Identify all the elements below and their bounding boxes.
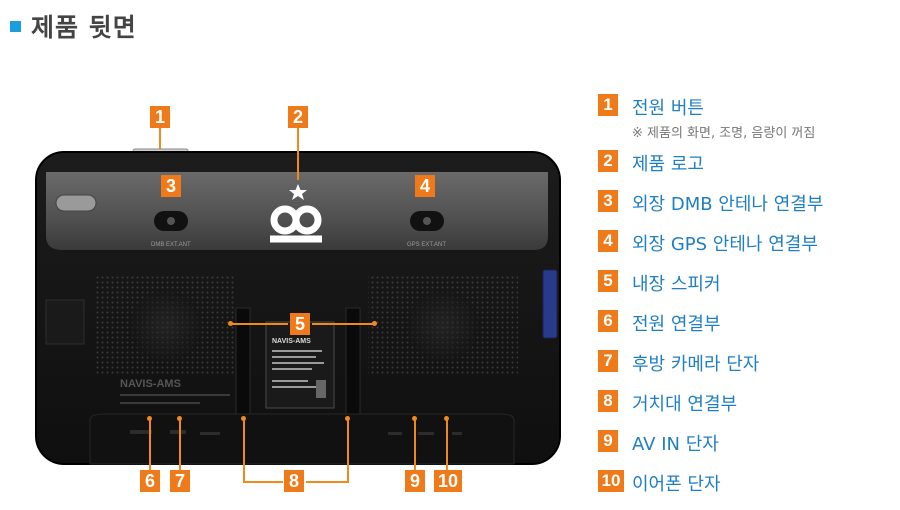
legend-note: ※ 제품의 화면, 조명, 음량이 꺼짐	[632, 126, 816, 141]
leader-7	[179, 418, 181, 470]
callout-badge-10: 10	[434, 470, 462, 492]
side-panel-left	[45, 299, 85, 345]
sticker-title: NAVIS-AMS	[272, 338, 311, 345]
dot-5-right	[372, 321, 377, 326]
legend-badge: 2	[598, 150, 618, 172]
dot-7	[177, 416, 182, 421]
legend-label: 내장 스피커	[632, 274, 721, 295]
leader-5-right	[312, 323, 374, 325]
callout-badge-4: 4	[415, 175, 435, 197]
dot-9	[412, 416, 417, 421]
leader-9	[414, 418, 416, 470]
leader-8-right	[347, 418, 349, 482]
legend-badge: 3	[598, 190, 618, 212]
callout-badge-1: 1	[150, 106, 170, 128]
legend-label: 전원 연결부	[632, 314, 721, 335]
callout-badge-9: 9	[405, 470, 425, 492]
leader-8-bottom-left	[243, 481, 283, 483]
leader-1	[159, 128, 161, 149]
legend-badge: 6	[598, 310, 618, 332]
leader-6	[149, 418, 151, 470]
legend-badge: 9	[598, 430, 618, 452]
leader-2	[297, 128, 299, 180]
legend-label: AV IN 단자	[632, 434, 719, 455]
page-title: 제품 뒷면	[31, 13, 137, 42]
logo-star	[289, 184, 307, 200]
legend-badge: 4	[598, 230, 618, 252]
callout-badge-2: 2	[288, 106, 308, 128]
callout-badge-5: 5	[290, 313, 310, 335]
legend-badge: 7	[598, 350, 618, 372]
leader-10	[446, 418, 448, 470]
callout-badge-7: 7	[170, 470, 190, 492]
dot-8-left	[241, 416, 246, 421]
legend-badge: 5	[598, 270, 618, 292]
legend-badge: 1	[598, 94, 618, 116]
gps-antenna-label: GPS EXT.ANT	[407, 242, 446, 248]
legend-label: 전원 버튼	[632, 98, 704, 119]
dot-6	[147, 416, 152, 421]
legend-label: 제품 로고	[632, 154, 704, 175]
title-bullet	[10, 20, 21, 32]
callout-badge-3: 3	[161, 175, 181, 197]
legend-label: 외장 DMB 안테나 연결부	[632, 194, 824, 215]
brand-text: NAVIS-AMS	[120, 378, 181, 390]
legend-label: 후방 카메라 단자	[632, 354, 760, 375]
dmb-antenna-label: DMB EXT.ANT	[151, 242, 191, 248]
callout-badge-6: 6	[140, 470, 160, 492]
callout-badge-8: 8	[284, 470, 304, 492]
dot-8-right	[345, 416, 350, 421]
memory-card-slot	[542, 269, 558, 339]
legend-label: 외장 GPS 안테나 연결부	[632, 234, 818, 255]
legend-badge: 10	[598, 470, 624, 492]
dot-5-left	[228, 321, 233, 326]
page-header: 제품 뒷면	[10, 8, 137, 44]
legend-label: 거치대 연결부	[632, 394, 738, 415]
legend-label: 이어폰 단자	[632, 474, 721, 495]
leader-8-bottom-right	[306, 481, 349, 483]
brand-logo	[270, 205, 322, 243]
leader-5-left	[230, 323, 288, 325]
legend-badge: 8	[598, 390, 618, 412]
dot-10	[444, 416, 449, 421]
stylus-slot	[55, 194, 97, 212]
leader-8-left	[243, 418, 245, 482]
